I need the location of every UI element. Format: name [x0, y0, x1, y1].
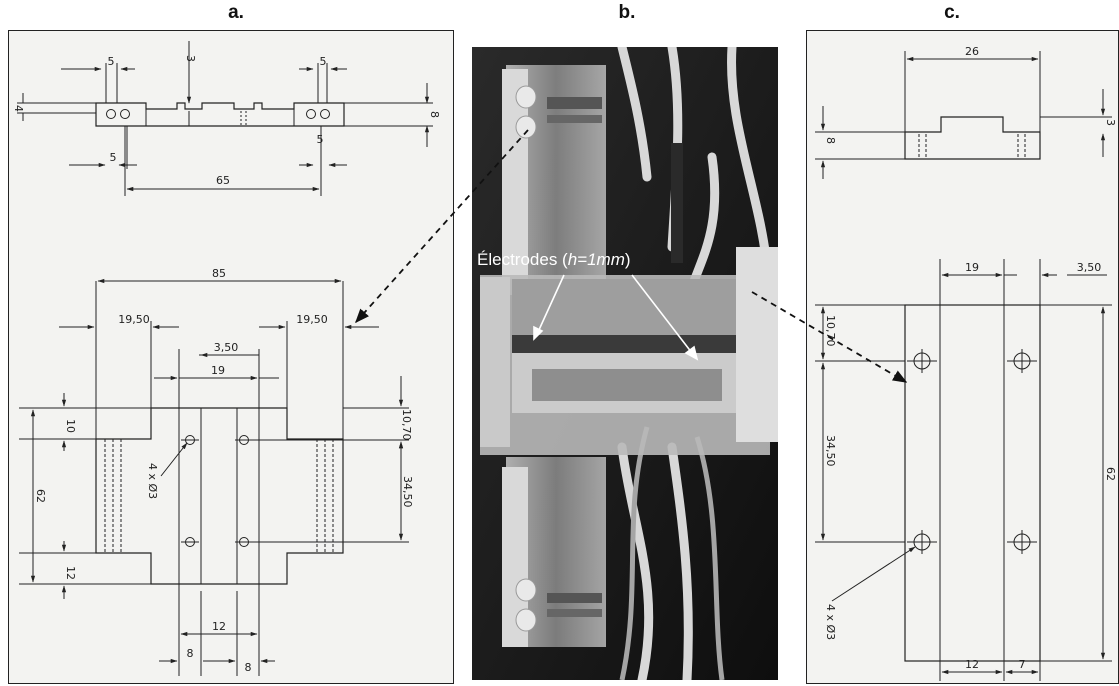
dim-a-65: 65 — [216, 174, 230, 187]
dim-c-7: 7 — [1019, 658, 1026, 671]
dim-a-8: 8 — [428, 111, 441, 118]
plan-view-c — [815, 259, 1112, 681]
dim-a-3-50: 3,50 — [214, 341, 239, 354]
dim-a-19: 19 — [211, 364, 225, 377]
dim-c-26: 26 — [965, 45, 979, 58]
dim-a-5-top-right: 5 — [320, 55, 327, 68]
dim-a-10: 10 — [64, 419, 77, 433]
dim-c-34-50: 34,50 — [824, 435, 837, 467]
panel-a-title: a. — [228, 2, 244, 23]
panel-c-title: c. — [944, 2, 960, 23]
dim-a-85: 85 — [212, 267, 226, 280]
dim-a-5-top-left: 5 — [108, 55, 115, 68]
dim-a-12-left: 12 — [64, 566, 77, 580]
dim-a-5-bottom-right: 5 — [317, 133, 324, 146]
dim-a-8-right: 8 — [245, 661, 252, 674]
dim-c-3: 3 — [1104, 119, 1117, 126]
panel-b-title: b. — [618, 2, 636, 23]
dim-a-34-50: 34,50 — [401, 476, 414, 508]
dim-a-4: 4 — [12, 105, 25, 112]
dim-a-8-left: 8 — [187, 647, 194, 660]
drawing-panel-c: 26 8 3 19 3,50 10,70 34,50 62 4 x Ø3 12 … — [806, 30, 1119, 684]
electrodes-label: Électrodes (h=1mm) — [477, 250, 631, 269]
top-view-c — [815, 51, 1112, 179]
dim-a-10-70: 10,70 — [400, 409, 413, 441]
dim-a-62: 62 — [34, 489, 47, 503]
dim-c-8: 8 — [824, 137, 837, 144]
dim-c-62: 62 — [1104, 467, 1117, 481]
hole-note-c: 4 x Ø3 — [824, 604, 837, 640]
hole-note-a: 4 x Ø3 — [146, 463, 159, 499]
photo-panel-b: Électrodes (h=1mm) — [472, 47, 778, 680]
dim-a-3-top: 3 — [184, 55, 197, 62]
drawing-panel-a: 5 3 5 4 8 5 5 65 85 19,50 19,50 3,50 19 … — [8, 30, 454, 684]
plan-view-a — [19, 278, 409, 676]
dim-c-3-50: 3,50 — [1077, 261, 1102, 274]
dim-a-19-50-left: 19,50 — [118, 313, 150, 326]
dim-a-5-bottom-left: 5 — [110, 151, 117, 164]
dim-c-19: 19 — [965, 261, 979, 274]
dim-c-12: 12 — [965, 658, 979, 671]
dim-a-12-bottom: 12 — [212, 620, 226, 633]
top-view-a — [17, 41, 433, 196]
dim-a-19-50-right: 19,50 — [296, 313, 328, 326]
dim-c-10-70: 10,70 — [824, 315, 837, 347]
